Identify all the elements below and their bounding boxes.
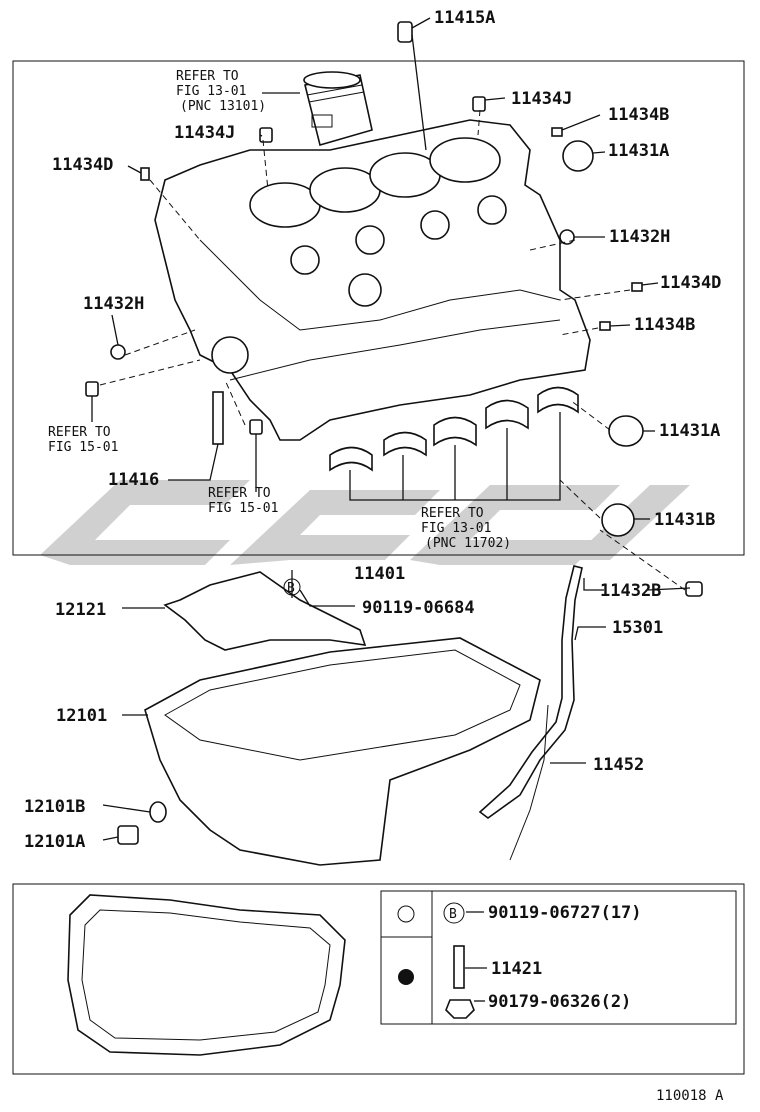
seal-11431a-lower [608, 415, 644, 447]
pin-11434d-right [631, 282, 643, 292]
circle-b-letter-kit: B [449, 907, 457, 922]
pin-11434j-left [259, 127, 273, 143]
label-11434b-top: 11434B [608, 105, 669, 125]
pin-left-lower [85, 381, 99, 397]
kit-table [380, 890, 737, 1025]
label-11416: 11416 [108, 470, 159, 490]
bolt-90179-06326 [445, 999, 475, 1019]
refer-to-11702-line3: (PNC 11702) [425, 536, 511, 551]
label-12101: 12101 [56, 706, 107, 726]
label-12121: 12121 [55, 600, 106, 620]
main-bearings [329, 386, 579, 472]
refer-to-13101-line1: REFER TO [176, 69, 239, 84]
label-11432b: 11432B [600, 581, 661, 601]
dashed-guides [99, 109, 686, 591]
leader-lines [91, 17, 691, 1002]
label-11434d-right: 11434D [660, 273, 721, 293]
stud-11416 [212, 391, 224, 445]
label-11431a-top: 11431A [608, 141, 669, 161]
plug-11432h-left [110, 344, 126, 360]
pin-center-lower [249, 419, 263, 435]
label-11434d-left: 11434D [52, 155, 113, 175]
label-12101b: 12101B [24, 797, 85, 817]
refer-to-15-01-center-line1: REFER TO [208, 486, 271, 501]
oil-pan-12101 [144, 637, 541, 866]
gasket-kit-frame [12, 883, 745, 1075]
circle-b-marker-top [283, 578, 301, 596]
label-90119-06727: 90119-06727(17) [488, 903, 642, 923]
open-circle-icon [397, 905, 415, 923]
drain-plug-12101a [117, 825, 139, 845]
refer-to-13101-line3: (PNC 13101) [180, 99, 266, 114]
pin-11434b-top [551, 127, 563, 137]
cylinder-block [154, 119, 591, 441]
seal-11431b [601, 503, 635, 537]
plug-11432b [685, 581, 703, 597]
watermark-logo [40, 480, 690, 565]
label-11401: 11401 [354, 564, 405, 584]
dipstick-guide-15301 [478, 565, 583, 819]
baffle-12121 [163, 571, 367, 651]
pin-11434d-left [140, 167, 150, 181]
label-11434b-right: 11434B [634, 315, 695, 335]
refer-to-15-01-left-line1: REFER TO [48, 425, 111, 440]
pin-11434b-right [599, 321, 611, 331]
engine-block-frame [12, 60, 745, 556]
label-11434j-left: 11434J [174, 123, 235, 143]
dipstick-11452 [509, 704, 549, 861]
plug-11415a [397, 21, 413, 43]
refer-to-11702-line1: REFER TO [421, 506, 484, 521]
oil-pan-gasket [67, 894, 346, 1056]
refer-to-15-01-center-line2: FIG 15-01 [208, 501, 278, 516]
label-15301: 15301 [612, 618, 663, 638]
refer-to-15-01-left-line2: FIG 15-01 [48, 440, 118, 455]
pin-11434j-right [472, 96, 486, 112]
plug-11431a-top [562, 140, 594, 172]
label-11431a-lower: 11431A [659, 421, 720, 441]
label-11421: 11421 [491, 959, 542, 979]
piston [303, 71, 373, 146]
refer-to-11702-line2: FIG 13-01 [421, 521, 491, 536]
label-11431b: 11431B [654, 510, 715, 530]
label-90179-06326: 90179-06326(2) [488, 992, 631, 1012]
label-11434j-right: 11434J [511, 89, 572, 109]
label-90119-06684: 90119-06684 [362, 598, 475, 618]
label-11432h-left: 11432H [83, 294, 144, 314]
label-11415a: 11415A [434, 8, 495, 28]
label-12101a: 12101A [24, 832, 85, 852]
figure-id: 110018 A [656, 1088, 724, 1104]
label-11452: 11452 [593, 755, 644, 775]
label-11432h-right: 11432H [609, 227, 670, 247]
circle-b-letter-top: B [287, 581, 295, 596]
plug-11432h-right [559, 229, 575, 245]
stud-11421 [453, 945, 465, 989]
gasket-12101b [149, 801, 167, 823]
circle-b-marker-kit [443, 902, 465, 924]
filled-circle-icon [398, 969, 414, 985]
refer-to-13101-line2: FIG 13-01 [176, 84, 246, 99]
